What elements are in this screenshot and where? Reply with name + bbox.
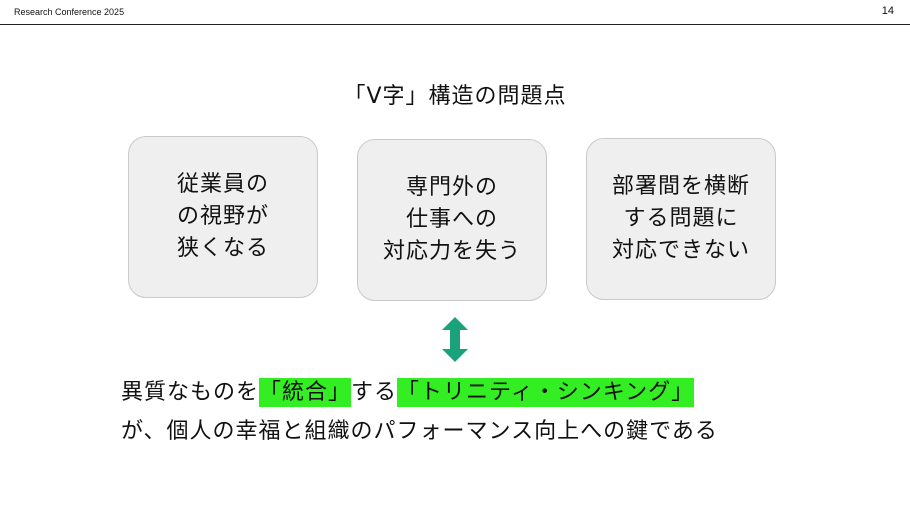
problem-box-3: 部署間を横断 する問題に 対応できない [586,138,776,300]
highlight-trinity-thinking: 「トリニティ・シンキング」 [397,378,695,407]
page-number: 14 [881,5,894,17]
problem-box-3-line-2: する問題に [623,206,739,231]
header-event-label: Research Conference 2025 [14,7,125,17]
problem-box-1-line-3: 狭くなる [176,236,269,261]
problem-box-1-line-2: の視野が [176,204,269,229]
problem-box-3-line-1: 部署間を横断 [611,174,750,199]
problem-box-3-line-3: 対応できない [611,238,750,263]
problem-box-1-line-1: 従業員の [176,172,269,197]
conclusion-prefix: 異質なものを [121,380,260,405]
header-divider [0,24,910,25]
highlight-integration: 「統合」 [259,378,352,407]
double-vertical-arrow-icon [442,317,468,362]
conclusion-line-2: が、個人の幸福と組織のパフォーマンス向上への鍵である [121,419,718,444]
problem-box-2-line-1: 専門外の [405,175,498,200]
problem-box-1: 従業員の の視野が 狭くなる [128,136,318,298]
problem-box-2-line-2: 仕事への [405,207,498,232]
conclusion-middle: する [351,380,398,405]
conclusion-line-1: 異質なものを「統合」する「トリニティ・シンキング」 [121,374,695,407]
problem-box-2-line-3: 対応力を失う [382,239,521,264]
slide-title: 「V字」構造の問題点 [343,84,567,109]
problem-box-2: 専門外の 仕事への 対応力を失う [357,139,547,301]
